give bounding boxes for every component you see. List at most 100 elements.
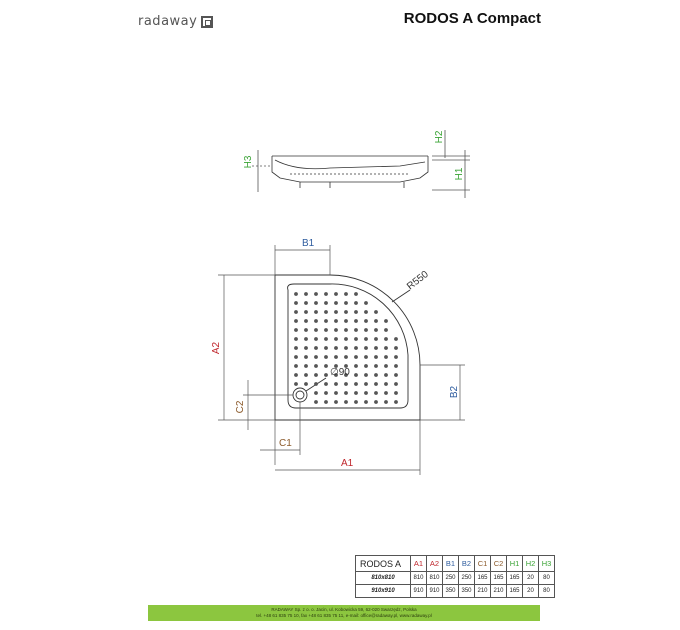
anti-slip-dot	[294, 292, 298, 296]
h3-label: H3	[243, 155, 254, 168]
anti-slip-dot	[364, 364, 368, 368]
anti-slip-dot	[364, 301, 368, 305]
a1-label: A1	[341, 458, 354, 469]
footer-address: RADAWAY Sp. z o. o. Jacin, ul. Kobowicka…	[271, 607, 417, 612]
anti-slip-dot	[344, 382, 348, 386]
anti-slip-dot	[364, 373, 368, 377]
anti-slip-dot	[354, 328, 358, 332]
header-a1: A1	[410, 555, 427, 572]
anti-slip-dot	[304, 337, 308, 341]
anti-slip-dot	[324, 373, 328, 377]
c1-label: C1	[279, 438, 292, 449]
anti-slip-dot	[324, 328, 328, 332]
anti-slip-dot	[334, 301, 338, 305]
anti-slip-dot	[334, 319, 338, 323]
header-b2: B2	[458, 555, 475, 572]
anti-slip-dot	[364, 400, 368, 404]
header-c2: C2	[490, 555, 507, 572]
cell-b1: 350	[442, 584, 459, 598]
anti-slip-dot	[394, 382, 398, 386]
tray-inner-profile	[274, 159, 426, 170]
anti-slip-dot	[334, 382, 338, 386]
anti-slip-dot	[334, 355, 338, 359]
cell-h3: 80	[538, 571, 555, 585]
h2-label: H2	[434, 130, 445, 143]
anti-slip-dot	[294, 337, 298, 341]
anti-slip-dot	[384, 373, 388, 377]
dimensions-table: RODOS A A1 A2 B1 B2 C1 C2 H1 H2 H3 810x8…	[355, 555, 555, 598]
anti-slip-dot	[324, 364, 328, 368]
anti-slip-dot	[344, 355, 348, 359]
anti-slip-dot	[364, 319, 368, 323]
anti-slip-dot	[354, 373, 358, 377]
anti-slip-dot	[354, 337, 358, 341]
cell-model: 810x810	[355, 571, 411, 585]
anti-slip-dot	[294, 310, 298, 314]
b2-label: B2	[449, 385, 460, 398]
anti-slip-dot	[374, 319, 378, 323]
cell-a1: 810	[410, 571, 427, 585]
anti-slip-dot	[334, 400, 338, 404]
anti-slip-dot	[344, 346, 348, 350]
anti-slip-dot	[344, 364, 348, 368]
anti-slip-dot	[354, 319, 358, 323]
anti-slip-dot	[394, 346, 398, 350]
anti-slip-dot	[344, 292, 348, 296]
header-h3: H3	[538, 555, 555, 572]
anti-slip-dot	[374, 337, 378, 341]
anti-slip-dot	[334, 364, 338, 368]
product-title: RODOS A Compact	[403, 10, 541, 27]
anti-slip-dot	[364, 337, 368, 341]
anti-slip-dot	[394, 355, 398, 359]
anti-slip-dot	[374, 400, 378, 404]
radius-label: R550	[405, 269, 431, 293]
anti-slip-dot	[314, 301, 318, 305]
cell-b1: 250	[442, 571, 459, 585]
anti-slip-dot	[304, 355, 308, 359]
anti-slip-dot	[374, 310, 378, 314]
anti-slip-dot	[354, 310, 358, 314]
anti-slip-dot	[344, 301, 348, 305]
h1-label: H1	[454, 167, 465, 180]
anti-slip-dot	[354, 346, 358, 350]
anti-slip-dot	[344, 337, 348, 341]
b1-label: B1	[302, 238, 315, 249]
anti-slip-dot	[324, 355, 328, 359]
anti-slip-dot	[324, 310, 328, 314]
drain-inner	[295, 390, 305, 400]
anti-slip-dot	[304, 328, 308, 332]
anti-slip-dot	[394, 373, 398, 377]
anti-slip-dot	[314, 364, 318, 368]
anti-slip-dot	[354, 355, 358, 359]
anti-slip-dot	[344, 373, 348, 377]
header-h1: H1	[506, 555, 523, 572]
header-c1: C1	[474, 555, 491, 572]
anti-slip-dot	[334, 328, 338, 332]
anti-slip-dot	[364, 346, 368, 350]
anti-slip-dot	[384, 346, 388, 350]
anti-slip-dot	[334, 391, 338, 395]
anti-slip-dot	[294, 373, 298, 377]
anti-slip-dot	[334, 337, 338, 341]
c2-label: C2	[235, 400, 246, 413]
anti-slip-dot	[304, 373, 308, 377]
a2-label: A2	[211, 341, 222, 354]
cell-b2: 250	[458, 571, 475, 585]
anti-slip-dot	[374, 364, 378, 368]
anti-slip-dot	[354, 292, 358, 296]
cell-b2: 350	[458, 584, 475, 598]
anti-slip-dot	[384, 355, 388, 359]
anti-slip-dot	[344, 400, 348, 404]
table-row: 910x910 910 910 350 350 210 210 165 20 8…	[355, 584, 555, 598]
anti-slip-dot	[384, 337, 388, 341]
tray-outline	[271, 156, 429, 183]
anti-slip-dot	[364, 391, 368, 395]
drain-label: ∅90	[330, 367, 350, 378]
anti-slip-dot	[344, 310, 348, 314]
dot-pattern	[294, 292, 398, 404]
anti-slip-dot	[304, 346, 308, 350]
anti-slip-dot	[294, 364, 298, 368]
anti-slip-dot	[374, 382, 378, 386]
cell-c1: 210	[474, 584, 491, 598]
